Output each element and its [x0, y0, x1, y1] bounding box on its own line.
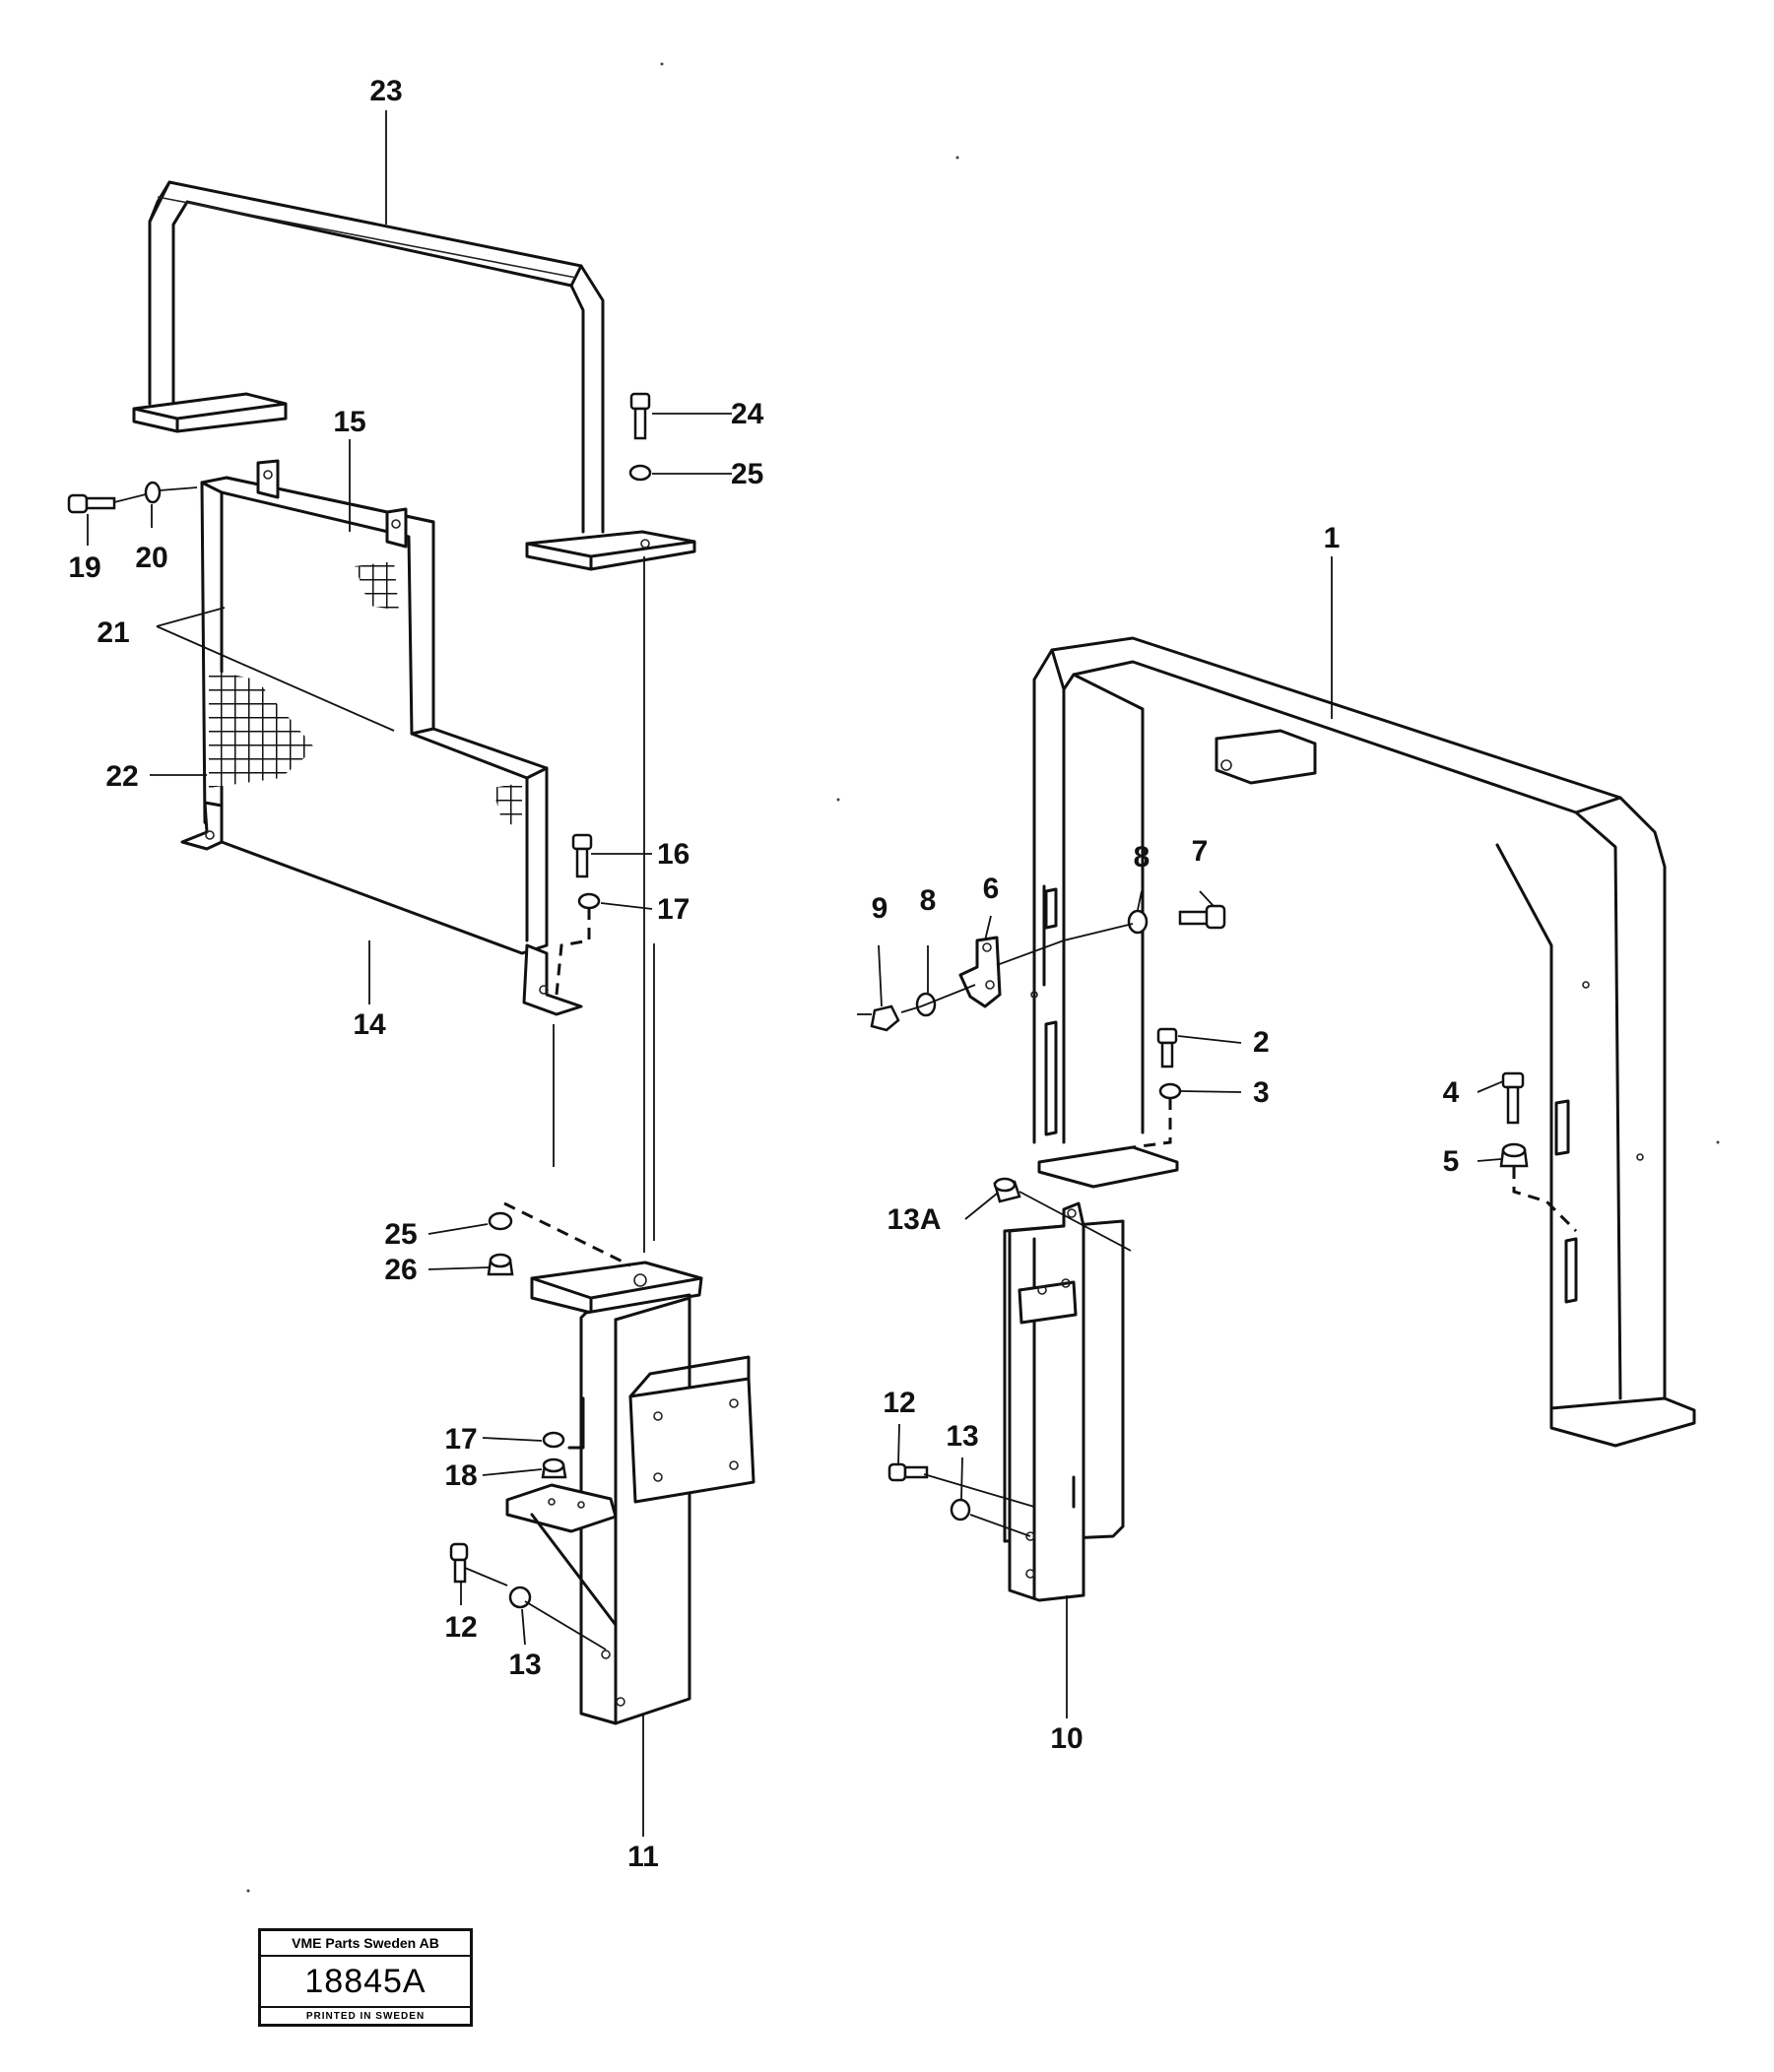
callout-9: 9	[872, 892, 888, 925]
callout-3: 3	[1253, 1076, 1270, 1109]
callout-6: 6	[983, 873, 1000, 905]
callout-25-top: 25	[731, 458, 763, 490]
post-11	[505, 1261, 756, 1725]
callout-8-right: 8	[1134, 841, 1150, 874]
callout-labels: 23 24 25 15 19 20 21 22 16 17 14 25 26 1…	[68, 75, 1459, 1873]
callout-21: 21	[97, 616, 129, 649]
main-frame-1	[1030, 636, 1696, 1448]
scan-specks	[246, 62, 1720, 1893]
callout-12-left: 12	[444, 1611, 477, 1644]
catch-6	[958, 936, 1002, 1008]
guard-frame-23	[132, 180, 696, 571]
callout-2: 2	[1253, 1026, 1270, 1059]
drawing-stamp: VME Parts Sweden AB 18845A PRINTED IN SW…	[258, 1928, 473, 2027]
callout-leaders	[87, 110, 1504, 1837]
callout-26: 26	[384, 1254, 417, 1286]
callout-16: 16	[657, 838, 690, 871]
callout-19: 19	[68, 551, 100, 584]
callout-24: 24	[731, 398, 764, 430]
callout-1: 1	[1324, 522, 1341, 554]
callout-22: 22	[105, 760, 138, 793]
callout-20: 20	[135, 542, 167, 574]
callout-15: 15	[333, 406, 365, 438]
stamp-printed: PRINTED IN SWEDEN	[305, 2011, 426, 2022]
callout-17-top: 17	[657, 893, 690, 926]
callout-10: 10	[1050, 1722, 1083, 1755]
callout-11: 11	[627, 1841, 659, 1873]
callout-5: 5	[1443, 1145, 1460, 1178]
callout-14: 14	[353, 1008, 386, 1041]
callout-13-right: 13	[946, 1420, 978, 1453]
hardware	[67, 392, 1529, 1609]
callout-7: 7	[1192, 835, 1209, 868]
bracket-10	[1003, 1201, 1125, 1602]
callout-12-right: 12	[883, 1387, 915, 1419]
assembly-lines	[113, 486, 1578, 1651]
stamp-drawing-number: 18845A	[261, 1957, 470, 2008]
stamp-company: VME Parts Sweden AB	[261, 1931, 470, 1957]
callout-23: 23	[369, 75, 402, 107]
callout-25-bottom: 25	[384, 1218, 417, 1251]
callout-8-left: 8	[920, 884, 937, 917]
screen-panel-14	[180, 459, 583, 1016]
callout-13-left: 13	[508, 1649, 541, 1681]
callout-18: 18	[444, 1459, 477, 1492]
callout-4: 4	[1443, 1076, 1460, 1109]
callout-17-bottom: 17	[444, 1423, 477, 1456]
callout-13A: 13A	[887, 1203, 941, 1236]
